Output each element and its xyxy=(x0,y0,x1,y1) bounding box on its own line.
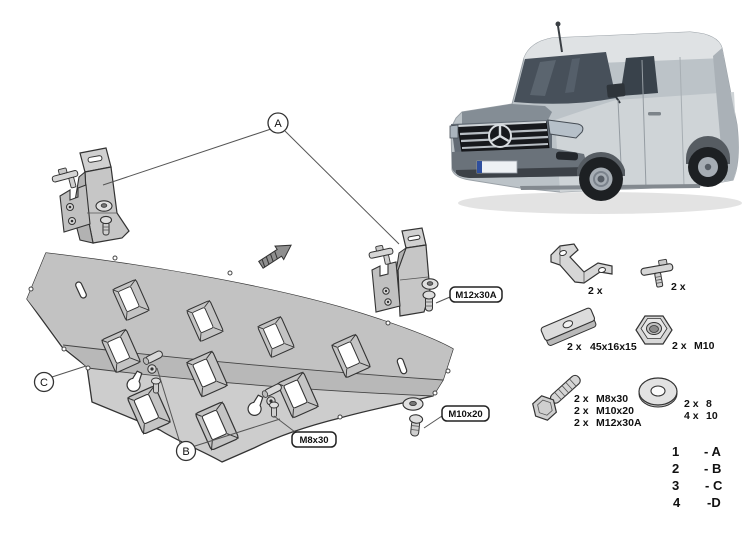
legend-ref-1: - A xyxy=(704,444,721,459)
legend-ref-2: - B xyxy=(704,461,721,476)
legend-num-3: 3 xyxy=(672,478,679,493)
legend: 1 - A 2 - B 3 - C 4 -D xyxy=(672,444,723,510)
nut-size: M10 xyxy=(694,340,715,352)
m10x20-label: M10x20 xyxy=(448,409,482,420)
skid-plate xyxy=(26,252,454,463)
van-headlight-right xyxy=(547,119,584,139)
van-front-wheel xyxy=(577,152,625,201)
m10-washer-bolt xyxy=(402,397,424,437)
legend-num-4: 4 xyxy=(673,495,681,510)
left-bracket-washer xyxy=(95,200,113,212)
spacer-plate-icon xyxy=(540,307,597,346)
van-grille xyxy=(457,121,550,153)
van-rear-wheel xyxy=(686,136,730,187)
plate-edge-holes xyxy=(28,255,451,420)
plate-keyhole-slots xyxy=(126,370,264,416)
left-bracket-clip xyxy=(51,167,79,189)
vehicle-photo-sprinter-van xyxy=(449,21,742,214)
washer-size-2: 10 xyxy=(706,410,718,422)
washer-size-1: 8 xyxy=(706,398,712,410)
bolt-qty-1: 2 x xyxy=(574,393,589,405)
van-door-handle xyxy=(648,112,661,116)
callout-leader-lines xyxy=(51,128,451,447)
bolt-size-3: M12x30A xyxy=(596,417,642,429)
plate-openings xyxy=(101,279,371,451)
van-hood xyxy=(462,104,552,124)
van-antenna xyxy=(557,25,563,53)
clip-qty: 2 x xyxy=(671,281,686,293)
m12-washer-bolt xyxy=(421,278,439,312)
metal-clip-icon xyxy=(640,258,674,288)
callout-c-label: C xyxy=(40,377,48,389)
callout-circle-c: C xyxy=(33,371,55,393)
callout-circle-b: B xyxy=(175,440,197,462)
callout-b-label: B xyxy=(182,446,189,458)
z-bracket-qty: 2 x xyxy=(588,285,603,297)
washer-qty-2: 4 x xyxy=(684,410,699,422)
legend-ref-3: - C xyxy=(705,478,723,493)
van-headlight-left xyxy=(449,124,459,139)
callout-box-m10x20: M10x20 xyxy=(441,405,490,422)
callout-box-m8x30: M8x30 xyxy=(291,431,337,448)
van-license-plate xyxy=(476,160,518,174)
mercedes-star-icon xyxy=(488,124,512,148)
plate-hardware-set-2 xyxy=(261,383,282,418)
van-windshield xyxy=(514,52,616,104)
washer-qty-1: 2 x xyxy=(684,398,699,410)
right-bracket-clip xyxy=(368,244,394,265)
callout-box-m12x30a: M12x30A xyxy=(449,286,503,303)
spacer-size: 45x16x15 xyxy=(590,341,637,353)
left-mounting-bracket xyxy=(51,147,130,244)
van-side-window xyxy=(620,56,658,96)
right-mounting-bracket xyxy=(368,227,431,317)
bolt-qty-3: 2 x xyxy=(574,417,589,429)
bolt-size-2: M10x20 xyxy=(596,405,634,417)
m8x30-label: M8x30 xyxy=(299,435,328,446)
left-bracket-bolt xyxy=(99,215,113,236)
legend-ref-4: -D xyxy=(707,495,721,510)
bolt-size-1: M8x30 xyxy=(596,393,628,405)
legend-num-2: 2 xyxy=(672,461,679,476)
callout-circle-a: A xyxy=(267,112,289,134)
m12x30a-label: M12x30A xyxy=(455,290,496,301)
parts-column: 2 x 2 x 2 x 45x16x15 2 x M10 xyxy=(532,243,718,429)
legend-num-1: 1 xyxy=(672,444,679,459)
z-bracket-icon xyxy=(550,243,613,284)
plate-oval-slots xyxy=(75,281,408,375)
nut-qty: 2 x xyxy=(672,340,687,352)
spacer-qty: 2 x xyxy=(567,341,582,353)
washer-icon xyxy=(638,377,678,408)
direction-arrow-icon xyxy=(258,244,292,269)
bolt-icon xyxy=(532,374,581,421)
nut-icon xyxy=(635,315,673,345)
bolt-qty-2: 2 x xyxy=(574,405,589,417)
callout-a-label: A xyxy=(274,118,282,130)
